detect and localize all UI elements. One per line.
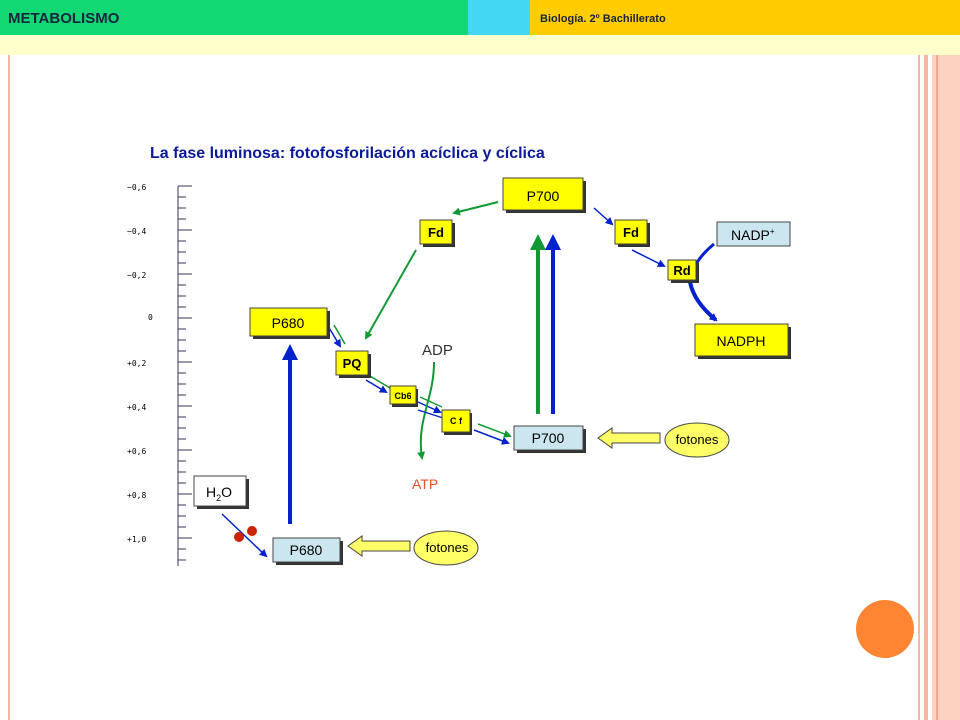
svg-text:P680: P680 [272, 315, 305, 331]
decorative-orange-circle [856, 600, 914, 658]
svg-text:NADP+: NADP+ [731, 227, 775, 243]
scale-label: +1,0 [127, 535, 146, 544]
pq-box: PQ [335, 350, 371, 378]
fd-left-box: Fd [419, 219, 455, 247]
svg-text:NADPH: NADPH [716, 333, 765, 349]
arrow-cf-p700-green [477, 423, 512, 438]
scale-label: 0 [148, 313, 153, 322]
atp-label: ATP [412, 476, 438, 492]
arrow-p700-fd-cyclic [452, 201, 499, 216]
header-right-band: Biología. 2º Bachillerato [530, 0, 960, 35]
arrow-fd-rd [631, 249, 666, 267]
arrow-rd-nadph [688, 281, 718, 322]
svg-text:Rd: Rd [673, 263, 690, 278]
adp-label: ADP [422, 342, 453, 359]
header-underbar [0, 35, 960, 55]
redox-scale: −0,6 −0,4 −0,2 0 +0,2 +0,4 +0,6 +0,8 +1,… [127, 183, 192, 566]
nadp-box: NADP+ [716, 221, 791, 247]
svg-text:P680: P680 [290, 542, 323, 558]
svg-text:C f: C f [450, 416, 463, 426]
p680-bottom-box: P680 [272, 537, 343, 565]
svg-text:Fd: Fd [428, 225, 444, 240]
scale-label: −0,2 [127, 271, 146, 280]
arrow-p680-pq-green [333, 324, 346, 345]
rd-box: Rd [667, 259, 699, 283]
nadph-box: NADPH [694, 323, 791, 359]
photon-arrow-right [597, 427, 661, 449]
arrow-pq-cb6-green [369, 375, 391, 389]
header-middle-band [468, 0, 530, 35]
h2o-box: H2O [193, 475, 249, 509]
svg-text:fotones: fotones [426, 540, 469, 555]
arrow-cb6-cf [417, 401, 442, 414]
arrow-cf-p700 [473, 429, 510, 445]
left-border-line [8, 55, 10, 720]
header-left-band: METABOLISMO [0, 0, 468, 35]
arrow-h2o-p680 [221, 513, 268, 558]
p680-top-box: P680 [249, 307, 330, 339]
fotones-right-oval: fotones [664, 422, 730, 458]
svg-text:PQ: PQ [343, 356, 362, 371]
right-border-line-2 [924, 55, 928, 720]
p700-top-box: P700 [502, 177, 586, 213]
cb6-box: Cb6 [389, 385, 418, 407]
scale-label: +0,8 [127, 491, 146, 500]
scale-label: +0,4 [127, 403, 146, 412]
adp-to-atp-arrow [417, 361, 435, 460]
fotones-bottom-oval: fotones [413, 530, 479, 566]
photon-arrow-bottom [347, 535, 411, 557]
electron-dot [234, 532, 244, 542]
arrow-p700-fd [593, 207, 614, 226]
header-subtitle: Biología. 2º Bachillerato [540, 13, 666, 25]
scale-label: +0,2 [127, 359, 146, 368]
arrow-cb6-cf-green [419, 396, 443, 408]
arrow-pq-cb6 [365, 379, 388, 394]
header-title: METABOLISMO [8, 10, 120, 27]
svg-text:P700: P700 [527, 188, 560, 204]
arrow-fd-pq-cyclic [365, 249, 417, 340]
scale-label: −0,4 [127, 227, 146, 236]
right-border-line-1 [918, 55, 920, 720]
fd-right-box: Fd [614, 219, 650, 247]
svg-text:Fd: Fd [623, 225, 639, 240]
scale-label: −0,6 [127, 183, 146, 192]
p700-bottom-box: P700 [513, 425, 586, 453]
scale-label: +0,6 [127, 447, 146, 456]
svg-text:H2O: H2O [206, 484, 232, 503]
svg-text:Cb6: Cb6 [394, 391, 411, 401]
electron-dot [247, 526, 257, 536]
svg-text:fotones: fotones [676, 432, 719, 447]
right-border-line-3 [936, 55, 938, 720]
diagram-title: La fase luminosa: fotofosforilación acíc… [150, 145, 545, 162]
svg-text:P700: P700 [532, 430, 565, 446]
cf-box: C f [441, 409, 472, 435]
